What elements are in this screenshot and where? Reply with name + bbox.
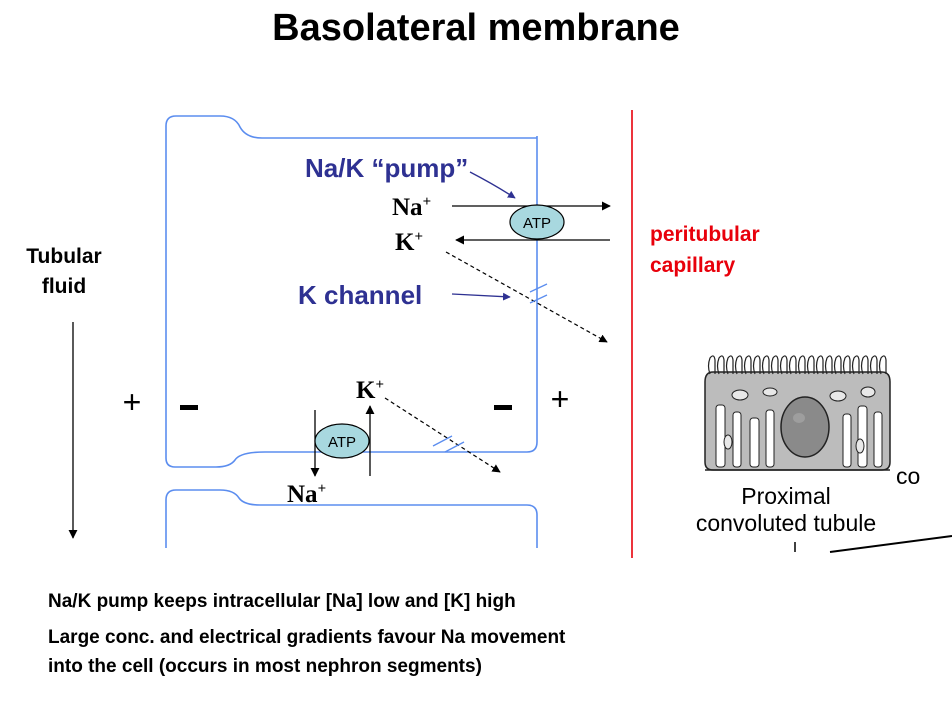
tubule-caption-line2: convoluted tubule (696, 510, 876, 536)
tubular-fluid-label-line1: Tubular (26, 245, 101, 268)
k-channel-pointer-arrow (451, 292, 511, 301)
upper-atp-label: ATP (523, 215, 551, 232)
note-line-3: into the cell (occurs in most nephron se… (48, 656, 482, 677)
k-leak-arrow-upper (445, 251, 608, 343)
tubular-fluid-label-line2: fluid (42, 275, 86, 298)
k-channel-mark-lower-1 (432, 435, 453, 447)
lower-atp-pump (314, 423, 370, 459)
peritubular-label-line1: peritubular (650, 223, 760, 246)
pump-pointer-arrow (469, 171, 516, 199)
page-title: Basolateral membrane (272, 7, 680, 49)
lower-na-ion: Na+ (287, 481, 326, 508)
upper-k-ion: K+ (395, 229, 423, 256)
lower-atp-label: ATP (328, 434, 356, 451)
k-channel-mark-lower-2 (444, 441, 465, 453)
cell-minus-sign-right (494, 405, 512, 410)
lumen-plus-sign: + (123, 384, 142, 420)
upper-na-ion: Na+ (392, 194, 431, 221)
note-line-2: Large conc. and electrical gradients fav… (48, 627, 566, 648)
tubule-cropped-text: co (896, 463, 920, 489)
interstitial-plus-sign: + (551, 381, 570, 417)
k-channel-mark-upper-2 (529, 294, 548, 304)
tubule-image-edge-line (829, 535, 952, 553)
tubule-caption-line1: Proximal (741, 483, 830, 509)
k-channel-mark-upper-1 (529, 283, 548, 293)
note-line-1: Na/K pump keeps intracellular [Na] low a… (48, 591, 516, 612)
lower-cell-membrane (165, 489, 538, 548)
cell-minus-sign-left (180, 405, 198, 410)
peritubular-label-line2: capillary (650, 254, 736, 277)
lower-k-ion: K+ (356, 377, 384, 404)
k-channel-label: K channel (298, 280, 422, 310)
pump-label: Na/K “pump” (305, 153, 468, 183)
upper-cell-membrane (165, 115, 538, 468)
proximal-tubule-cell-illustration (704, 355, 891, 471)
upper-atp-pump (509, 204, 565, 240)
k-leak-arrow-lower (384, 397, 501, 473)
